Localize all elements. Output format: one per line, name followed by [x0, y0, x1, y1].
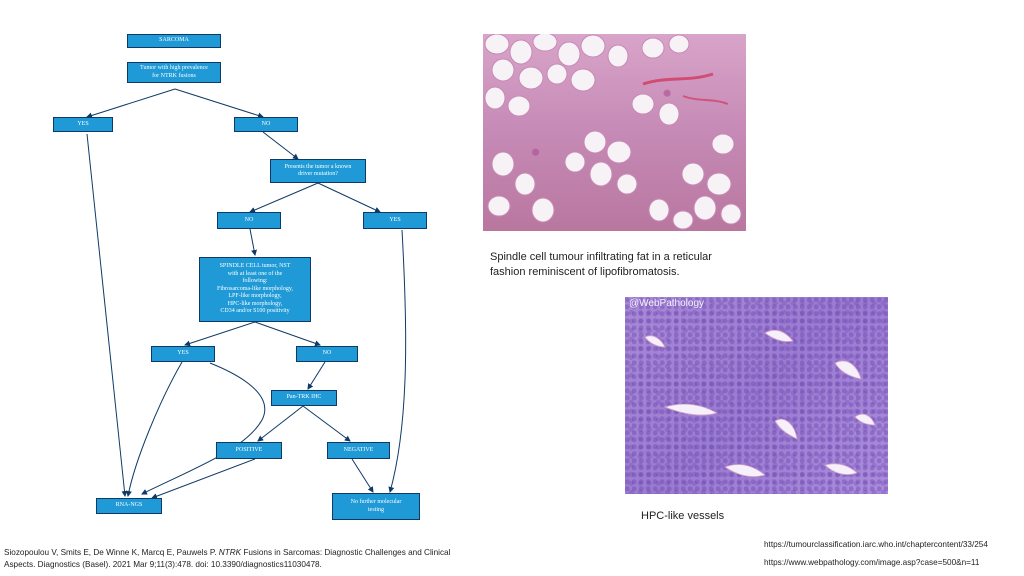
citation-details: Fusions in Sarcomas: Diagnostic Challeng… — [4, 548, 451, 569]
edge-no-driver — [262, 131, 299, 160]
vessels-graphic — [644, 329, 876, 477]
url-iarc[interactable]: https://tumourclassification.iarc.who.in… — [764, 540, 988, 549]
node-no-2: NO — [217, 212, 281, 229]
node-spindle-cell: SPINDLE CELL tumor, NST with at least on… — [199, 257, 311, 322]
edge-spindle-no — [254, 321, 321, 347]
edge-negative-nofurther — [351, 458, 374, 493]
edge-yes2-rnangs — [141, 362, 266, 495]
edge-positive-rnangs — [151, 458, 256, 500]
edge-pantrk-positive — [257, 405, 304, 442]
edge-driver-yes — [317, 182, 381, 213]
node-no-further: No further molecular testing — [332, 493, 420, 520]
citation-authors: Siozopoulou V, Smits E, De Winne K, Marc… — [4, 548, 219, 557]
node-pan-trk: Pan-TRK IHC — [271, 390, 337, 406]
histology-fat-image — [483, 34, 746, 231]
node-high-prevalence: Tumor with high prevalence for NTRK fusi… — [127, 62, 221, 83]
histology-hpc-image: @WebPathology — [625, 297, 888, 494]
edge-spindle-yes — [184, 321, 256, 347]
node-positive: POSITIVE — [216, 442, 282, 459]
node-sarcoma: SARCOMA — [127, 34, 221, 48]
node-negative: NEGATIVE — [327, 442, 390, 459]
edge-no-spindle — [249, 228, 258, 256]
fat-cells-graphic — [484, 34, 742, 230]
edge-yes3-rnangs — [126, 361, 183, 497]
edge-no-pantrk — [307, 361, 326, 390]
citation-reference: Siozopoulou V, Smits E, De Winne K, Marc… — [4, 547, 464, 571]
node-yes-3: YES — [151, 346, 215, 362]
webpathology-watermark: @WebPathology — [629, 298, 705, 309]
node-driver-mutation: Presents the tumor a known driver mutati… — [270, 159, 366, 183]
edge-yes-right-nofurther — [388, 229, 407, 493]
edge-yes1-rnangs — [86, 133, 128, 497]
edge-pantrk-negative — [302, 405, 351, 442]
edge-prevalence-no — [174, 88, 264, 119]
edge-prevalence-yes — [86, 88, 176, 119]
url-webpathology[interactable]: https://www.webpathology.com/image.asp?c… — [764, 558, 980, 567]
hpc-image-caption: HPC-like vessels — [641, 510, 725, 522]
node-no-1: NO — [234, 117, 298, 132]
node-no-3: NO — [296, 346, 358, 362]
citation-gene-italic: NTRK — [218, 548, 242, 557]
fat-image-caption: Spindle cell tumour infiltrating fat in … — [490, 251, 712, 278]
node-yes-2: YES — [363, 212, 427, 229]
node-yes-1: YES — [53, 117, 113, 132]
edge-driver-no — [249, 182, 319, 213]
node-rna-ngs: RNA-NGS — [96, 498, 162, 514]
